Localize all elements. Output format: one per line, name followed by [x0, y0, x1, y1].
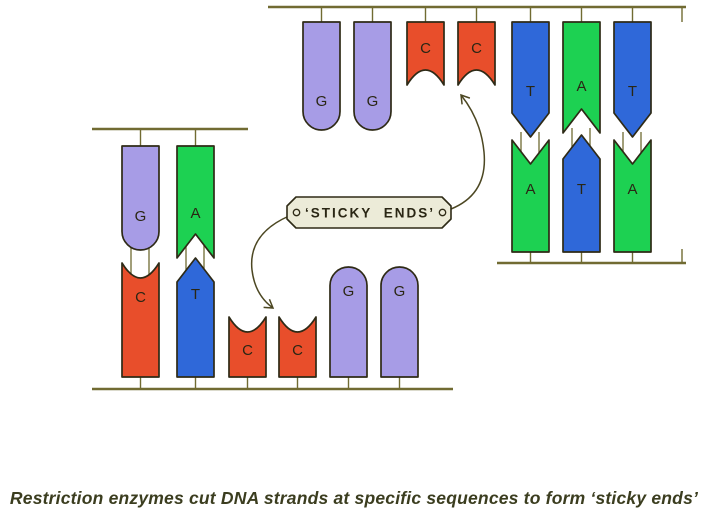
base-g-shape [121, 145, 160, 251]
base-t-shape [613, 21, 652, 138]
base-c-letter: C [242, 342, 253, 359]
sticky-ends-label-box [286, 196, 452, 229]
base-g-letter: G [367, 93, 379, 110]
base-a-shape [613, 139, 652, 253]
arrow-to-upper-sticky-end [450, 93, 486, 210]
base-t-letter: T [191, 286, 200, 303]
base-g-letter: G [135, 208, 147, 225]
base-c-shape [121, 262, 160, 378]
arrow-to-lower-sticky-end [250, 215, 290, 309]
base-a-shape [562, 21, 601, 134]
base-g-letter: G [343, 283, 355, 300]
base-t-letter: T [577, 181, 586, 198]
base-c-letter: C [420, 40, 431, 57]
base-c-shape [406, 21, 445, 86]
base-c-shape [457, 21, 496, 86]
base-g-shape [329, 266, 368, 378]
sticky-ends-label-text: ‘STICKY ENDS’ [305, 206, 435, 221]
base-a-letter: A [190, 205, 200, 222]
base-t-letter: T [526, 83, 535, 100]
base-g-shape [302, 21, 341, 131]
base-g-letter: G [394, 283, 406, 300]
diagram-caption: Restriction enzymes cut DNA strands at s… [9, 488, 699, 508]
base-g-letter: G [316, 93, 328, 110]
base-c-letter: C [292, 342, 303, 359]
label-grommet [292, 208, 301, 217]
base-c-shape [228, 316, 267, 378]
base-g-shape [380, 266, 419, 378]
base-a-letter: A [576, 78, 586, 95]
base-c-letter: C [471, 40, 482, 57]
base-t-shape [511, 21, 550, 138]
base-a-letter: A [627, 181, 637, 198]
label-grommet [438, 208, 447, 217]
base-t-letter: T [628, 83, 637, 100]
base-a-letter: A [525, 181, 535, 198]
base-c-letter: C [135, 289, 146, 306]
base-c-shape [278, 316, 317, 378]
base-t-shape [562, 134, 601, 253]
base-a-shape [511, 139, 550, 253]
base-g-shape [353, 21, 392, 131]
base-a-shape [176, 145, 215, 259]
base-t-shape [176, 257, 215, 378]
